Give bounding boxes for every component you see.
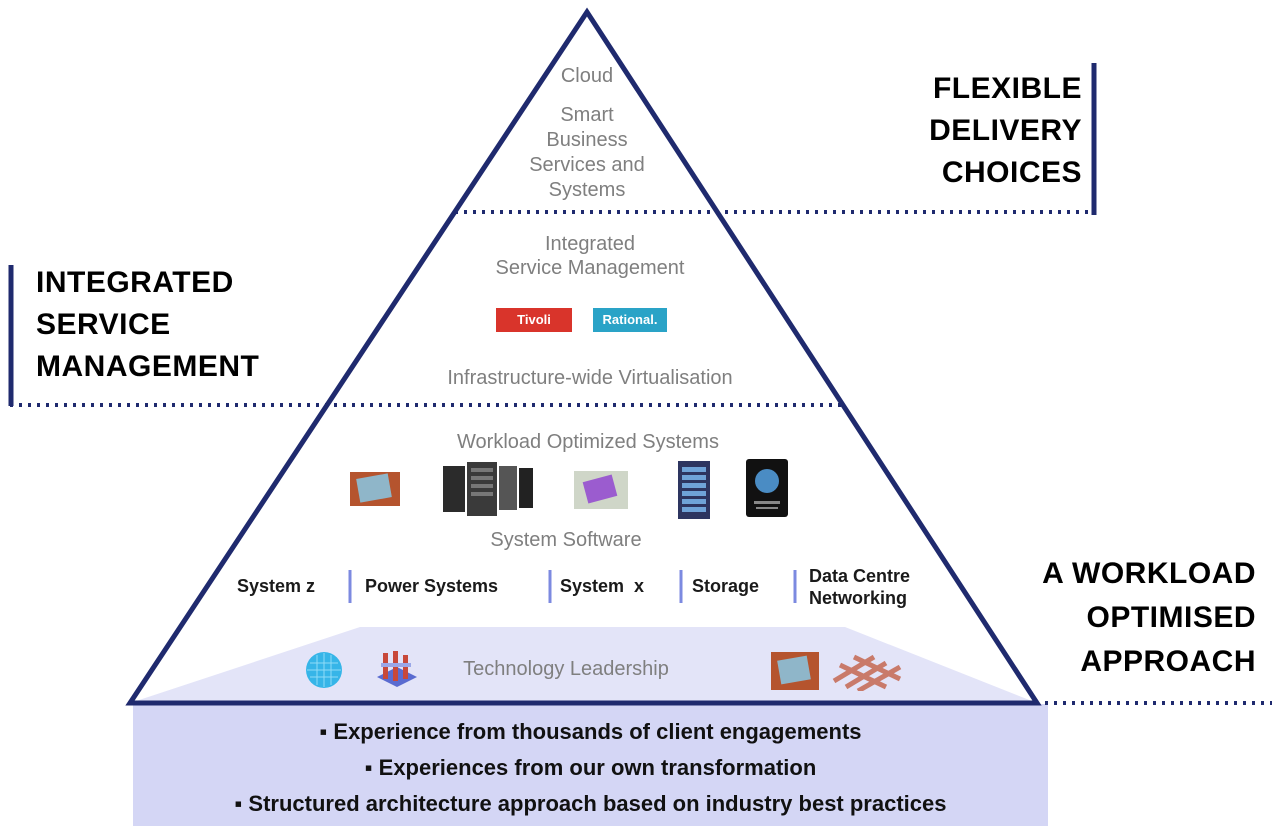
chip-icon xyxy=(770,651,820,691)
system-z-label: System z xyxy=(237,576,316,596)
processor-icon xyxy=(573,470,629,510)
workload-optimised-approach-label: A WORKLOAD OPTIMISED APPROACH xyxy=(1042,557,1256,678)
bullet-text: Experiences from our own transformation xyxy=(378,755,817,780)
server-rack-icon xyxy=(443,462,533,518)
rational-logo: Rational. xyxy=(593,308,667,332)
integrated-service-management-side-label: INTEGRATED SERVICE MANAGEMENT xyxy=(36,266,260,383)
system-x-label: System x xyxy=(560,576,645,596)
bullet-text: Structured architecture approach based o… xyxy=(248,791,947,816)
bullet-text: Experience from thousands of client enga… xyxy=(333,719,862,744)
cloud-label: Cloud xyxy=(560,65,614,87)
bullets-box xyxy=(133,704,1048,826)
systems-director-icon xyxy=(746,459,788,517)
workload-optimized-systems-label: Workload Optimized Systems xyxy=(457,431,719,453)
system-software-label: System Software xyxy=(490,529,642,551)
pyramid-outline xyxy=(125,7,1042,706)
chip-icon xyxy=(348,470,402,508)
tivoli-logo: Tivoli xyxy=(496,308,572,332)
bullet-item: ▪ Structured architecture approach based… xyxy=(234,791,947,816)
technology-leadership-label: Technology Leadership xyxy=(463,658,669,680)
data-centre-networking-label: Data Centre Networking xyxy=(809,566,911,608)
bullet-item: ▪ Experiences from our own transformatio… xyxy=(364,755,817,780)
circuit-board-icon xyxy=(830,651,904,694)
smart-services-label: Smart Business Services and Systems xyxy=(529,104,645,201)
circuit-3d-icon xyxy=(373,647,419,693)
integrated-service-management-label: Integrated Service Management xyxy=(495,233,685,279)
storage-tower-icon xyxy=(676,461,712,519)
bullet-item: ▪ Experience from thousands of client en… xyxy=(319,719,862,744)
storage-label: Storage xyxy=(692,576,760,596)
infrastructure-virtualisation-label: Infrastructure-wide Virtualisation xyxy=(447,367,733,389)
power-systems-label: Power Systems xyxy=(365,576,499,596)
flexible-delivery-choices-label: FLEXIBLE DELIVERY CHOICES xyxy=(929,72,1082,189)
wafer-icon xyxy=(305,651,343,689)
bullets-list: ▪ Experience from thousands of client en… xyxy=(133,714,1048,822)
